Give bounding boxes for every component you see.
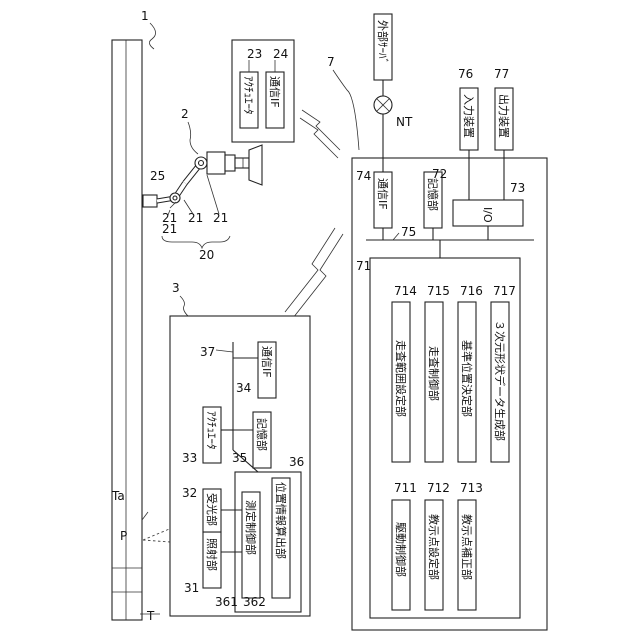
robot-actuator-label: ｱｸﾁｭｴｰﾀ xyxy=(242,76,255,115)
sensor-storage-label: 記憶部 xyxy=(255,418,269,451)
ref-controller: 7 xyxy=(327,55,335,69)
ref-output-device: 77 xyxy=(494,67,509,81)
svg-text:717: 717 xyxy=(493,284,516,298)
ref-bus-sensor: 37 xyxy=(200,345,215,359)
point-p-label: P xyxy=(120,529,127,543)
svg-text:714: 714 xyxy=(394,284,417,298)
svg-text:715: 715 xyxy=(427,284,450,298)
sensor-comm-label: 通信IF xyxy=(260,346,273,378)
svg-text:712: 712 xyxy=(427,481,450,495)
target-ta-label: Ta xyxy=(111,489,125,503)
svg-text:21: 21 xyxy=(162,222,177,236)
ref-emitter: 31 xyxy=(184,581,199,595)
measurement-control-label: 測定制御部 xyxy=(244,500,258,555)
ref-io: 73 xyxy=(510,181,525,195)
ref-end-effector: 25 xyxy=(150,169,165,183)
controller-comm-label: 通信IF xyxy=(376,178,389,210)
scan-range-label: 走査範囲設定部 xyxy=(394,340,408,417)
ref-proc-ctrl: 71 xyxy=(356,259,371,273)
external-server-label: 外部ｻｰﾊﾞ xyxy=(376,20,390,64)
ref-storage-sensor: 35 xyxy=(232,451,247,465)
teaching-point-correction-label: 教示点補正部 xyxy=(460,514,474,580)
ref-meas-ctrl: 361 xyxy=(215,595,238,609)
ref-bus-ctrl: 75 xyxy=(401,225,416,239)
ref-robot: 2 xyxy=(181,107,189,121)
robot-base xyxy=(249,145,262,185)
ref-comm-sensor: 34 xyxy=(236,381,251,395)
svg-text:21: 21 xyxy=(188,211,203,225)
network-label: NT xyxy=(396,115,413,129)
scan-control-label: 走査制御部 xyxy=(427,346,441,401)
io-label: I/O xyxy=(481,207,494,223)
ref-receiver: 32 xyxy=(182,486,197,500)
ref-comm-robot: 24 xyxy=(273,47,288,61)
sensor-actuator-label: ｱｸﾁｭｴｰﾀ xyxy=(205,411,218,450)
output-device-label: 出力装置 xyxy=(497,94,511,138)
ref-comm-ctrl: 74 xyxy=(356,169,371,183)
receiver-label: 受光部 xyxy=(205,493,219,526)
emitter-label: 照射部 xyxy=(205,538,219,571)
ref-pos-calc: 362 xyxy=(243,595,266,609)
svg-text:716: 716 xyxy=(460,284,483,298)
drive-control-label: 駆動制御部 xyxy=(394,522,408,577)
teaching-point-setting-label: 教示点設定部 xyxy=(427,514,441,580)
ref-arm: 20 xyxy=(199,248,214,262)
end-effector xyxy=(143,195,157,207)
ref-system: 1 xyxy=(141,9,149,23)
controller-storage-label: 記憶部 xyxy=(426,178,440,211)
ref-actuator-robot: 23 xyxy=(247,47,262,61)
svg-text:711: 711 xyxy=(394,481,417,495)
shape-gen-label: ３次元形状データ生成部 xyxy=(493,320,507,441)
position-info-calc-label: 位置情報算出部 xyxy=(274,482,288,559)
link-refs: 21 21 21 21 20 xyxy=(162,175,230,262)
ref-input-device: 76 xyxy=(458,67,473,81)
robot-comm-label: 通信IF xyxy=(268,76,281,108)
ref-actuator-sensor: 33 xyxy=(182,451,197,465)
ref-storage-ctrl: 72 xyxy=(432,167,447,181)
ref-system-leader xyxy=(149,23,155,49)
target-t-label: T xyxy=(146,609,155,623)
svg-text:713: 713 xyxy=(460,481,483,495)
input-device-label: 入力装置 xyxy=(462,94,475,138)
workpiece xyxy=(112,40,148,620)
ref-sensor: 3 xyxy=(172,281,180,295)
reference-position-label: 基準位置決定部 xyxy=(460,340,474,417)
ref-proc-sensor: 36 xyxy=(289,455,304,469)
svg-text:21: 21 xyxy=(213,211,228,225)
